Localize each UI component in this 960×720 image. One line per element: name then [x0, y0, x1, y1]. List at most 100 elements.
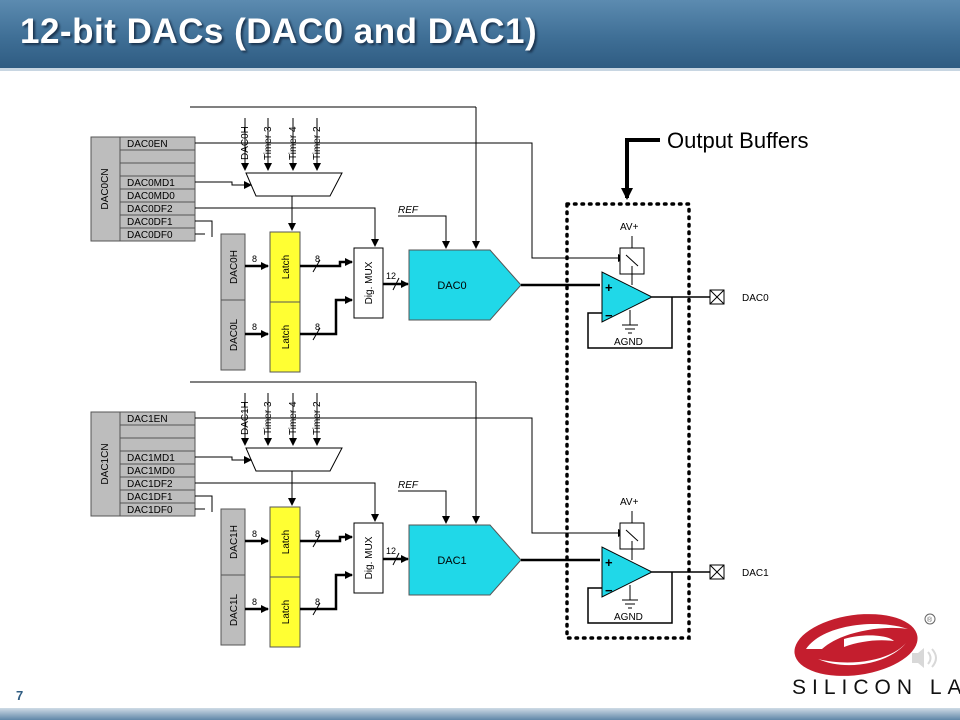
- register-bit-cell: [119, 424, 196, 439]
- feedback-line: [587, 572, 673, 624]
- opamp-plus: +: [605, 555, 613, 570]
- dac1-channel: DAC1CN DAC1EN DAC1MD1DAC1MD0DAC1DF2DAC1DF1…: [90, 381, 769, 648]
- callout-label: Output Buffers: [667, 128, 808, 153]
- bus-width-label: 8: [252, 597, 257, 607]
- register-bit-label: DAC0DF2: [127, 204, 173, 215]
- callout-arrow: [621, 138, 660, 200]
- bus-width-label: 8: [252, 322, 257, 332]
- control-register-name: DAC1CN: [100, 443, 111, 484]
- bus-width-label: 12: [386, 546, 396, 556]
- output-pin-label: DAC0: [742, 293, 769, 304]
- ref-label: REF: [398, 480, 419, 491]
- control-register-name: DAC0CN: [100, 168, 111, 209]
- register-bit-cell: [119, 437, 196, 452]
- silicon-labs-logo: ®: [794, 613, 937, 676]
- data-low-label: DAC1L: [229, 593, 240, 626]
- output-pin-label: DAC1: [742, 568, 769, 579]
- register-bit-label: DAC1DF0: [127, 505, 173, 516]
- latch-low: [269, 576, 301, 648]
- data-high-register: [220, 233, 246, 301]
- bus-slash: [392, 552, 400, 566]
- data-low-label: DAC0L: [229, 318, 240, 351]
- bus-slash: [312, 327, 321, 341]
- dac-block-label: DAC0: [437, 280, 466, 292]
- output-pin-x: [709, 564, 725, 580]
- data-high-label: DAC0H: [229, 250, 240, 284]
- register-bit-cell: [119, 149, 196, 164]
- bus-width-label: 8: [315, 254, 320, 264]
- logo-wordmark: SILICON LABS: [792, 676, 960, 699]
- footer-bar: [0, 708, 960, 720]
- register-bit-label: DAC0MD0: [127, 191, 175, 202]
- supply-label: AV+: [620, 222, 639, 233]
- register-bit-label: DAC0DF1: [127, 217, 173, 228]
- mode-select-line: [195, 456, 252, 464]
- dac-block: [408, 524, 522, 596]
- latch-high-bus: [300, 533, 353, 543]
- output-buffers-box: [565, 202, 691, 640]
- mode-select-line: [195, 181, 252, 189]
- switch-blade: [625, 529, 639, 542]
- dac-block-label: DAC1: [437, 555, 466, 567]
- switch-blade: [625, 254, 639, 267]
- output-buffer-opamp: [601, 271, 654, 323]
- supply-label: AV+: [620, 497, 639, 508]
- enable-line: [195, 142, 626, 262]
- data-low-register: [220, 299, 246, 371]
- register-bit-label: DAC1EN: [127, 414, 168, 425]
- opamp-plus: +: [605, 280, 613, 295]
- bus-width-label: 8: [315, 597, 320, 607]
- bus-slash: [312, 534, 321, 548]
- format-select-line-a: [195, 207, 379, 247]
- page-number: 7: [16, 688, 24, 703]
- latch-high-label: Latch: [281, 255, 292, 279]
- register-bit-label: DAC0DF0: [127, 230, 173, 241]
- latch-low-label: Latch: [281, 600, 292, 624]
- slide-title: 12-bit DACs (DAC0 and DAC1): [20, 12, 538, 51]
- latch-high-bus: [300, 258, 353, 268]
- ref-line: [398, 490, 450, 524]
- latch-high-label: Latch: [281, 530, 292, 554]
- registered-mark: ®: [927, 616, 933, 624]
- bus-width-label: 8: [252, 529, 257, 539]
- opamp-minus: −: [605, 583, 613, 598]
- ground-label: AGND: [614, 337, 643, 348]
- trigger-mux: [245, 447, 343, 472]
- register-bit-label: DAC1MD1: [127, 453, 175, 464]
- dac-block: [408, 249, 522, 321]
- bus-width-label: 12: [386, 271, 396, 281]
- register-bit-label: DAC0EN: [127, 139, 168, 150]
- bus-width-label: 8: [315, 529, 320, 539]
- control-register-label-box: [90, 136, 121, 242]
- latch-low-bus: [300, 571, 353, 611]
- latch-low: [269, 301, 301, 373]
- register-bit-cell: [119, 162, 196, 177]
- ground-label: AGND: [614, 612, 643, 623]
- dac0-channel: DAC0CN DAC0EN DAC0MD1DAC0MD0DAC0DF2DAC0DF1…: [90, 106, 769, 373]
- digital-mux-label: Dig. MUX: [364, 536, 375, 579]
- format-select-line-b: [195, 220, 213, 237]
- bus-width-label: 8: [252, 254, 257, 264]
- ref-line: [398, 215, 450, 249]
- output-pin-x: [709, 289, 725, 305]
- register-bit-label: DAC1MD0: [127, 466, 175, 477]
- bus-slash: [312, 259, 321, 273]
- bus-slash: [392, 277, 400, 291]
- latch-low-label: Latch: [281, 325, 292, 349]
- title-bar: 12-bit DACs (DAC0 and DAC1): [0, 0, 960, 71]
- format-select-line-a: [195, 482, 379, 522]
- latch-low-bus: [300, 296, 353, 336]
- format-select-line-b: [195, 495, 213, 512]
- bus-slash: [312, 602, 321, 616]
- output-buffer-opamp: [601, 546, 654, 598]
- register-bit-label: DAC1DF2: [127, 479, 173, 490]
- opamp-minus: −: [605, 308, 613, 323]
- enable-line: [195, 417, 626, 537]
- digital-mux-label: Dig. MUX: [364, 261, 375, 304]
- feedback-line: [587, 297, 673, 349]
- data-high-label: DAC1H: [229, 525, 240, 559]
- register-bit-label: DAC0MD1: [127, 178, 175, 189]
- digital-mux: [353, 247, 384, 319]
- register-bit-label: DAC1DF1: [127, 492, 173, 503]
